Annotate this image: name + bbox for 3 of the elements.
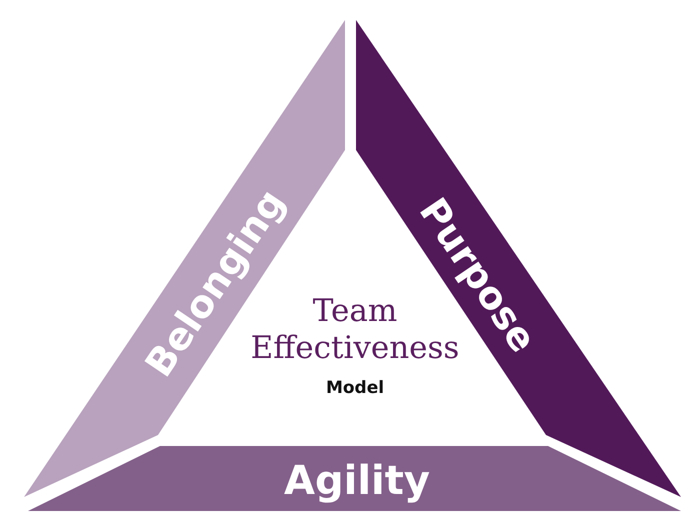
band-label: Agility [284, 458, 430, 504]
center-subtitle: Model [324, 378, 386, 398]
base-band [28, 446, 682, 512]
